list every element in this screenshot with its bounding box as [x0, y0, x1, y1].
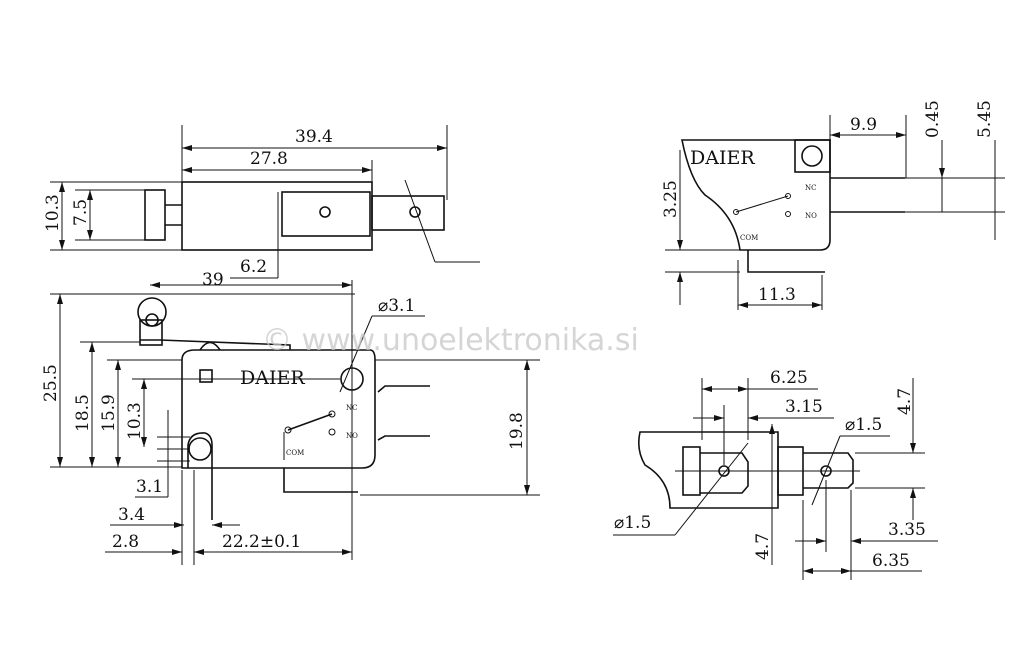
dim-label: 19.8 — [507, 412, 527, 450]
dim-label: 6.25 — [770, 368, 808, 388]
side-view: DAIER NC NO COM 39 25.5 18.5 — [41, 270, 540, 565]
top-view: 39.4 27.8 10.3 7.5 6.2 — [43, 125, 480, 279]
dim-label: 4.7 — [895, 388, 915, 415]
dim-label: 0.45 — [923, 100, 943, 138]
dim-label: 18.5 — [73, 394, 93, 432]
dim-label: 3.35 — [888, 520, 926, 540]
dim-label: 6.2 — [240, 257, 267, 277]
dim-label: 10.3 — [125, 402, 145, 440]
dim-label: 39 — [202, 270, 224, 290]
dim-label: 3.25 — [661, 180, 681, 218]
dim-label: 15.9 — [99, 394, 119, 432]
dim-label: 11.3 — [758, 285, 796, 305]
right-view: DAIER NC NO COM 9.9 0.45 5.45 3.25 11.3 — [661, 100, 1005, 310]
dim-label: 2.8 — [112, 532, 139, 552]
dim-label: 9.9 — [850, 115, 877, 135]
dim-label: ⌀1.5 — [845, 415, 882, 435]
dim-label: 39.4 — [295, 127, 333, 147]
dim-label: 10.3 — [43, 194, 63, 232]
dim-label: 7.5 — [71, 199, 91, 226]
dim-label: 25.5 — [41, 364, 61, 402]
dim-label: 6.35 — [872, 551, 910, 571]
nc-label: NC — [805, 184, 816, 192]
dim-label: 27.8 — [250, 149, 288, 169]
hole-label: ⌀3.1 — [378, 296, 415, 316]
dim-label: 3.1 — [136, 477, 163, 497]
dim-label: ⌀1.5 — [614, 513, 651, 533]
com-label: COM — [740, 234, 758, 242]
no-label: NO — [805, 212, 817, 220]
dim-label: 5.45 — [975, 100, 995, 138]
dim-label: 4.7 — [753, 533, 773, 560]
brand-label: DAIER — [690, 147, 755, 169]
dim-label: 3.4 — [118, 505, 145, 525]
watermark: © www.unoelektronika.si — [262, 323, 639, 358]
com-label: COM — [286, 449, 304, 457]
terminal-view: 6.25 3.15 ⌀1.5 4.7 ⌀1.5 4.7 3.35 6.35 — [613, 368, 938, 580]
dim-label: 3.15 — [785, 397, 823, 417]
dim-label: 22.2±0.1 — [222, 532, 301, 552]
brand-label: DAIER — [240, 367, 305, 389]
